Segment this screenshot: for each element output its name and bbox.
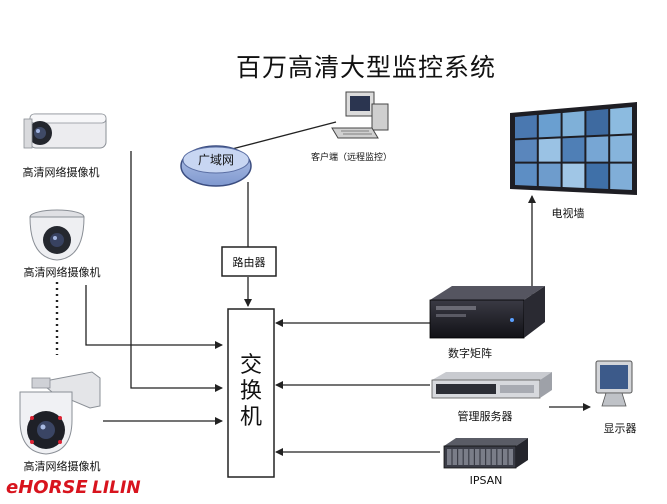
video-wall-screen (562, 137, 585, 162)
bullet-camera-icon (23, 113, 107, 149)
video-wall-label: 电视墙 (552, 206, 585, 220)
video-wall-screen (610, 135, 632, 162)
video-wall-screen (586, 109, 609, 136)
video-wall-screen (515, 163, 537, 186)
video-wall-screen (538, 163, 561, 187)
router-box (221, 246, 277, 277)
video-wall-screen (515, 115, 537, 139)
display-label: 显示器 (604, 422, 637, 435)
drive-slot (491, 449, 497, 465)
router-label: 路由器 (233, 255, 266, 269)
drive-slot (463, 449, 469, 465)
line-matrix-to-video-wall (480, 195, 536, 302)
drive-slot (475, 449, 480, 465)
matrix-label: 数字矩阵 (448, 346, 492, 360)
drive-slot (503, 449, 508, 465)
drive-slot (458, 449, 463, 465)
video-wall-screen (586, 136, 609, 162)
wan-label: 广域网 (198, 153, 234, 167)
video-wall-screen (562, 111, 585, 137)
lilin-logo: LILIN (92, 478, 141, 498)
server-label: 管理服务器 (458, 409, 513, 423)
ptz-camera-icon (19, 371, 101, 455)
switch-box (227, 308, 275, 478)
drive-slot (497, 449, 502, 465)
drive-slot (452, 449, 457, 465)
drive-slot (469, 449, 474, 465)
video-wall-screen (515, 139, 537, 162)
line-dome-camera-to-switch (85, 285, 223, 349)
video-wall-screen (610, 163, 632, 190)
ipsan-label: IPSAN (470, 474, 503, 487)
ptz-camera-label: 高清网络摄像机 (24, 459, 101, 473)
drive-slot (447, 449, 452, 465)
bullet-camera-label: 高清网络摄像机 (23, 165, 100, 179)
drive-slot (508, 449, 513, 465)
rack-device-icon (429, 286, 545, 339)
video-wall-screen (586, 163, 609, 189)
video-wall-screen (562, 163, 585, 188)
storage-array-icon (443, 438, 528, 469)
line-wan-to-client (231, 121, 337, 150)
dome-camera-label: 高清网络摄像机 (24, 265, 101, 279)
dome-camera-icon (29, 209, 85, 261)
video-wall-screen (610, 107, 632, 135)
drive-slot (486, 449, 491, 465)
server-icon (431, 372, 552, 399)
drive-slot (480, 449, 485, 465)
line-bullet-camera-to-switch (130, 151, 223, 392)
video-wall-screen (538, 113, 561, 138)
computer-icon (331, 91, 389, 139)
diagram-title: 百万高清大型监控系统 (236, 53, 496, 82)
video-wall-icon (510, 102, 637, 195)
client-label: 客户端（远程监控） (311, 151, 392, 163)
monitor-icon (595, 360, 633, 407)
video-wall-screen (538, 138, 561, 162)
ehorse-logo: eHORSE (6, 477, 88, 498)
switch-label: 交换机 (240, 353, 262, 430)
wan-cloud-icon (180, 145, 252, 187)
